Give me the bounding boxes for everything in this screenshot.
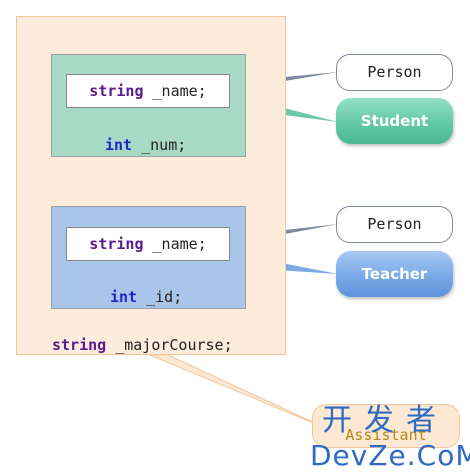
assistant-callout: Assistant [312,404,460,448]
student-num-type: int [105,136,133,154]
student-num-field: int _num; [105,136,186,154]
student-name-field: string _name; [66,74,230,108]
teacher-name-ident: _name; [143,235,207,253]
teacher-id-type: int [110,288,138,306]
person-callout-top: Person [336,54,453,91]
teacher-name-type: string [89,235,144,253]
person-callout-bottom: Person [336,206,453,243]
student-callout: Student [336,98,453,144]
major-course-type: string [52,336,107,354]
major-course-field: string _majorCourse; [52,336,233,354]
teacher-callout: Teacher [336,251,453,297]
student-num-ident: _num; [132,136,187,154]
student-name-type: string [89,82,144,100]
watermark-latin: DevZe.CoM [310,439,470,472]
student-name-ident: _name; [143,82,207,100]
watermark-chinese: 开发者 [322,403,448,438]
assistant-pointer [149,354,331,431]
teacher-id-ident: _id; [137,288,183,306]
major-course-ident: _majorCourse; [106,336,233,354]
teacher-id-field: int _id; [110,288,182,306]
teacher-name-field: string _name; [66,227,230,261]
